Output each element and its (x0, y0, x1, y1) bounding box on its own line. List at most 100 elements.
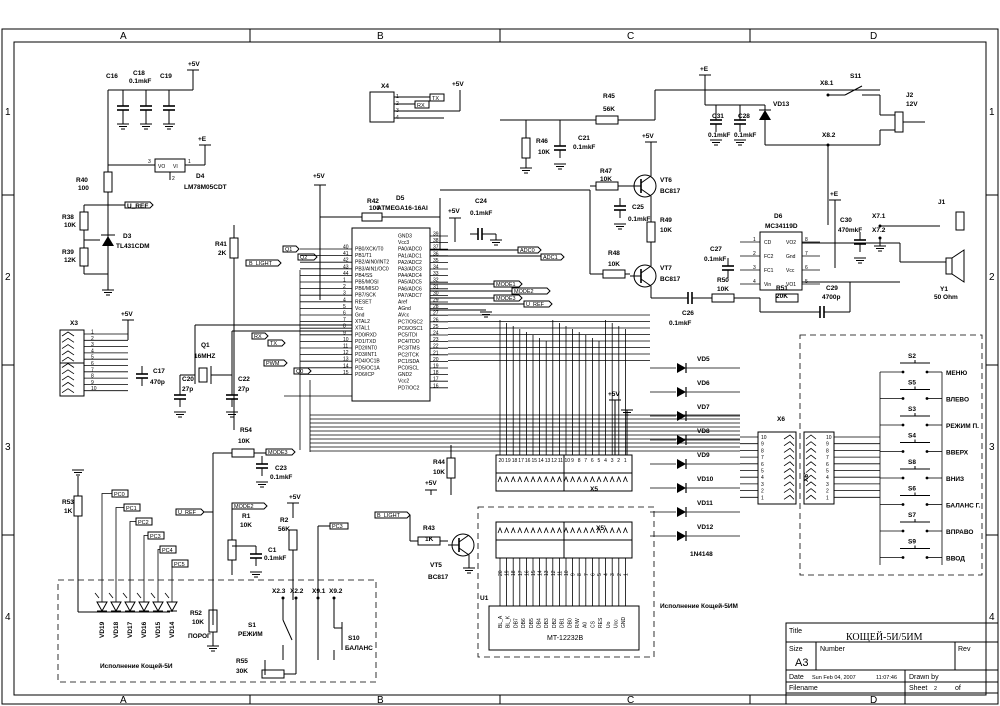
x6b-pin-num: 1 (826, 495, 829, 501)
part-d6: MC34119D (765, 223, 798, 230)
ref-x91: X9.1 (312, 588, 326, 595)
x5-pin-num: 9 (571, 458, 574, 464)
mcu-pin-name: PB2/AIN0/INT2 (355, 260, 389, 266)
x5b-pin-num: 14 (538, 570, 544, 576)
resistor-r39 (79, 247, 89, 267)
resistor-r49 (646, 221, 656, 243)
x3-pin-num: 3 (91, 342, 94, 348)
x5-pin-num: 8 (578, 458, 581, 464)
led-symbol (96, 601, 108, 613)
mcu-pin-num: 18 (433, 370, 439, 376)
x3-pin-num: 4 (91, 348, 94, 354)
ref-x4: X4 (381, 83, 389, 90)
button-label: ВПРАВО (946, 529, 973, 536)
lcd-pin-name: BL_A (498, 615, 504, 628)
pc-flag-text: PC1 (126, 506, 137, 512)
ref-r46: R46 (536, 138, 548, 145)
x6-pin-num: 4 (761, 475, 764, 481)
d4-pin3: 3 (148, 159, 151, 165)
button-ref: S3 (908, 406, 916, 413)
flag-pwm: PWM (266, 361, 280, 367)
x5-pin-num: 2 (617, 458, 620, 464)
ref-r50: R50 (717, 277, 729, 284)
val-c22: 27p (238, 386, 249, 393)
button-ref: S5 (908, 380, 916, 387)
svg-text:+5V: +5V (313, 173, 325, 180)
ref-c16: C16 (106, 73, 118, 80)
connector-x4: X4 12 34 +5V TX RX (369, 81, 464, 123)
col-label-bottom: D (870, 695, 877, 706)
svg-text:+5V: +5V (425, 480, 437, 487)
date-value: Sun Feb 04, 2007 (812, 675, 856, 681)
diode-symbol (676, 458, 687, 470)
lcd-pin-name: DB0 (567, 618, 573, 628)
val-r1: 10K (240, 522, 252, 529)
x5b-pin-num: 12 (551, 570, 557, 576)
ref-c17: C17 (153, 368, 165, 375)
x5-pin-num: 11 (558, 458, 563, 464)
val-c24: 0.1mkF (470, 210, 492, 217)
flag-mode2-low: MODE2 (234, 504, 254, 510)
x3-pin-num: 10 (91, 386, 97, 392)
ref-r53: R53 (62, 499, 74, 506)
x5b-pin-num: 2 (617, 573, 623, 576)
x5-pin-num: 18 (512, 458, 518, 464)
resistor-r2 (288, 529, 298, 551)
ref-r2: R2 (280, 517, 289, 524)
pc-flag (159, 545, 177, 554)
d6-pin-name: Gnd (786, 254, 796, 260)
mcu-pin-name: PB5/MOSI (355, 280, 379, 286)
val-c26: 0.1mkF (669, 320, 691, 327)
ref-r52: R52 (190, 610, 202, 617)
size-label: Size (789, 646, 803, 653)
x6-pin-num: 2 (761, 489, 764, 495)
mcu-pin-name: PB4/SS (355, 273, 373, 279)
ref-c26: C26 (682, 310, 694, 317)
val-y1: 50 Ohm (934, 294, 958, 301)
mcu-pin-num: 20 (433, 357, 439, 363)
pc-flag-text: PC0 (114, 492, 125, 498)
part-d3: TL431CDM (116, 243, 150, 250)
mcu-pin-name: PC0/SCL (398, 366, 419, 372)
mcu-pin-num: 22 (433, 344, 439, 350)
mcu-pin-num: 43 (343, 264, 349, 270)
mcu-pin-num: 27 (433, 311, 439, 317)
flag-adc0: ADC0 (520, 248, 535, 254)
jack-j1 (955, 211, 965, 231)
x6-pin-num: 1 (761, 495, 764, 501)
x5b-pin-num: 19 (505, 570, 511, 576)
mcu-pin-name: PA6/ADC6 (398, 286, 422, 292)
mcu-pin-name: PA2/ADC2 (398, 260, 422, 266)
mcu-pin-num: 33 (433, 271, 439, 277)
led-symbol (110, 601, 122, 613)
flag-mode1: MODE1 (496, 282, 516, 288)
row-label-left: 3 (5, 442, 11, 453)
x5-pin-num: 1 (624, 458, 627, 464)
x6b-pin-num: 6 (826, 462, 829, 468)
x5b-pin-num: 4 (604, 573, 610, 576)
val-c23: 0.1mkF (270, 474, 292, 481)
d6-pin-name: VO2 (786, 240, 796, 246)
pc-flag (135, 517, 153, 526)
ref-vt7: VT7 (660, 265, 672, 272)
led-symbol (138, 601, 150, 613)
d6-pin-name: Vcc (786, 268, 795, 274)
ref-x6b: X6' (803, 472, 810, 482)
x5-pin-num: 6 (591, 458, 594, 464)
flag-u-ref (124, 201, 154, 209)
date-label: Date (789, 674, 804, 681)
x5b-pin-num: 7 (584, 573, 590, 576)
d6-pin-num: 2 (753, 251, 756, 257)
part-u1: MT-12232B (547, 635, 584, 642)
button-label: МЕНЮ (946, 370, 967, 377)
resistor-r42 (361, 212, 383, 222)
resistor-r41 (229, 237, 239, 259)
ref-j2: J2 (906, 92, 914, 99)
d6-pin-name: Vin (764, 282, 771, 288)
x3-pin-num: 9 (91, 380, 94, 386)
ref-r44: R44 (433, 459, 445, 466)
ref-vd13: VD13 (773, 101, 790, 108)
flag-u-ref-low: U_REF (178, 510, 197, 516)
